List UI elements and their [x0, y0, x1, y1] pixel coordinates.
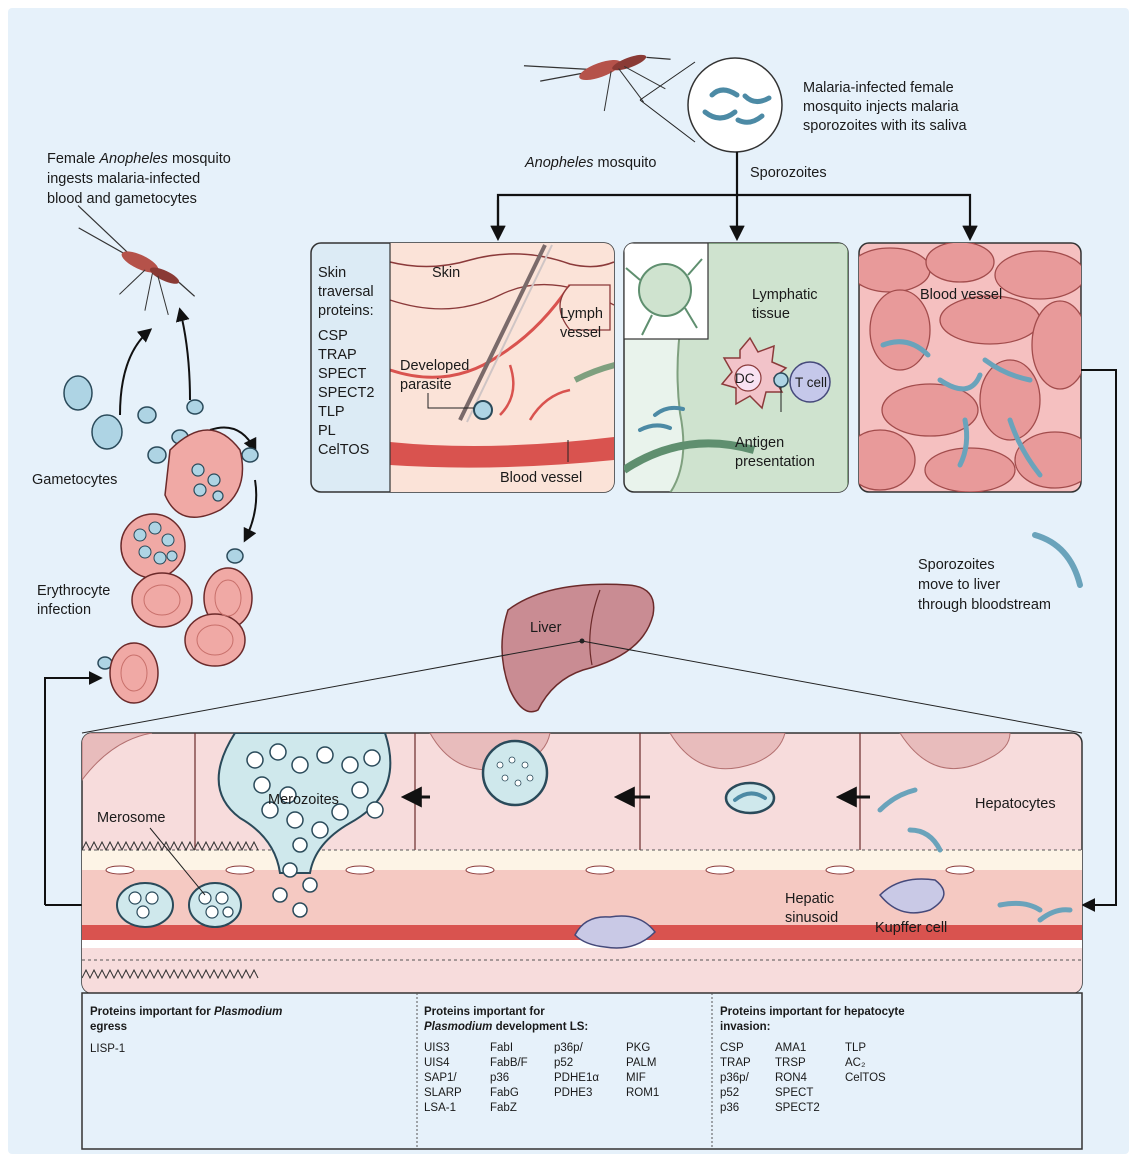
injection-caption: Malaria-infected female mosquito injects…	[803, 80, 968, 134]
hepatocytes-label: Hepatocytes	[975, 796, 1056, 812]
invasion-header-line2: invasion:	[720, 1021, 770, 1033]
lymphatic-panel: DC T cell Lymphatic tissue Antigen prese…	[624, 243, 848, 493]
liver-label: Liver	[530, 620, 562, 636]
dc-label: DC	[735, 371, 755, 386]
blood-vessel-panel: Blood vessel	[845, 242, 1095, 492]
t-cell-label: T cell	[795, 375, 827, 390]
egress-header-line2: egress	[90, 1021, 127, 1033]
sporozoites-label: Sporozoites	[750, 165, 827, 181]
proteins-table: Proteins important for Plasmodium egress…	[82, 993, 1082, 1149]
liver-section: Merozoites Merosome Hepatocytes Hepatic …	[82, 733, 1082, 993]
kupffer-cell-label: Kupffer cell	[875, 920, 947, 936]
skin-label: Skin	[432, 265, 460, 281]
skin-panel: Skin traversal proteins: CSP TRAP SPECT …	[311, 243, 615, 492]
gametocytes-label: Gametocytes	[32, 472, 117, 488]
blood-vessel-label: Blood vessel	[500, 470, 582, 486]
egress-protein: LISP-1	[90, 1043, 125, 1055]
sporozoite-closeup	[688, 58, 782, 152]
invasion-header: Proteins important for hepatocyte	[720, 1006, 905, 1018]
egress-header: Proteins important for Plasmodium	[90, 1006, 282, 1018]
developed-parasite-icon	[474, 401, 492, 419]
development-header-line2: Plasmodium development LS:	[424, 1021, 588, 1033]
anopheles-mosquito-label: Anopheles mosquito	[524, 155, 656, 171]
development-header: Proteins important for	[424, 1006, 545, 1018]
merosome-label: Merosome	[97, 810, 166, 826]
merozoites-label: Merozoites	[268, 792, 339, 808]
blood-vessel-label: Blood vessel	[920, 287, 1002, 303]
